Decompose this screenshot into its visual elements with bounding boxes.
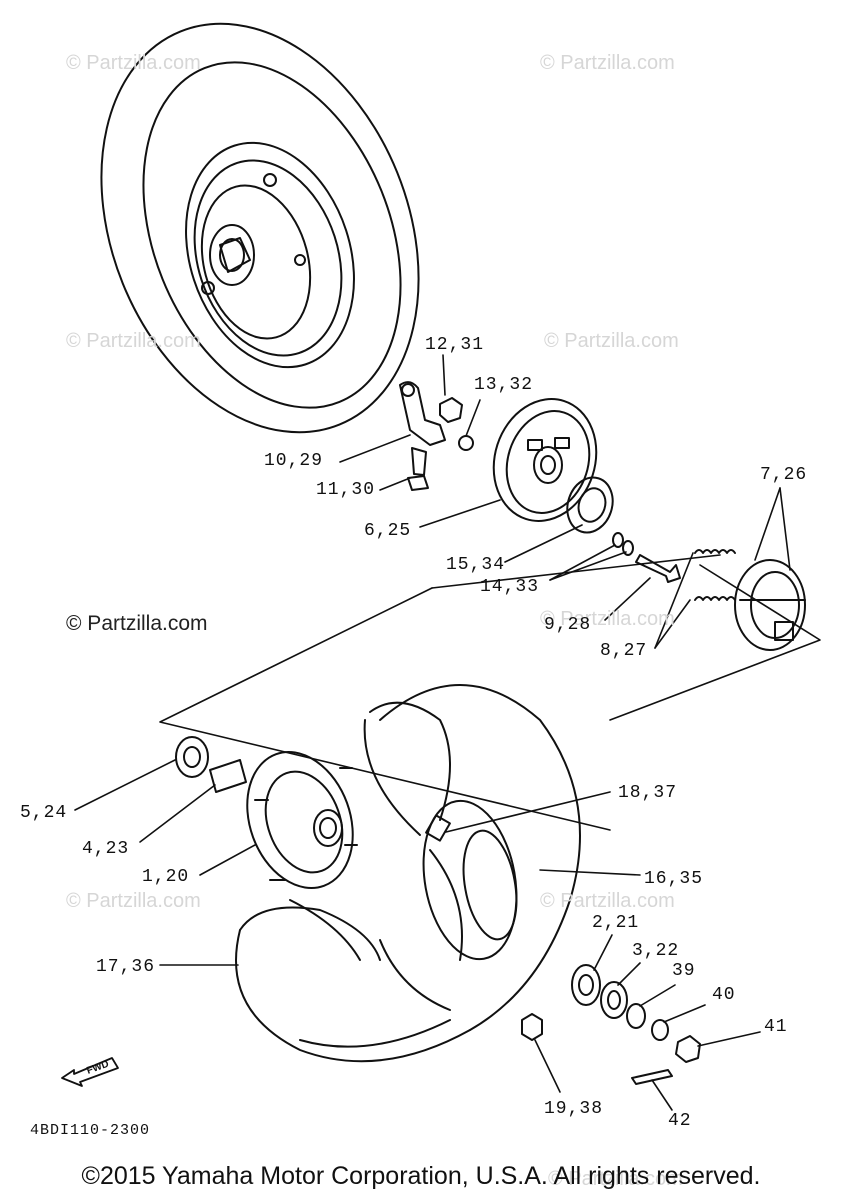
callout-42: 42	[668, 1111, 692, 1131]
copyright-notice: ©2015 Yamaha Motor Corporation, U.S.A. A…	[81, 1162, 761, 1190]
watermark: © Partzilla.com	[544, 330, 679, 352]
callout-6-25: 6,25	[364, 521, 412, 541]
watermark: © Partzilla.com	[540, 52, 675, 74]
callout-13-32: 13,32	[474, 375, 534, 395]
upper-wheel-drawing	[100, 22, 420, 434]
fwd-arrow-icon: FWD	[61, 1057, 119, 1087]
callout-9-28: 9,28	[544, 615, 592, 635]
o-rings-and-camshaft	[612, 532, 681, 583]
diagram-code: 4BDI110-2300	[30, 1122, 151, 1139]
watermark: © Partzilla.com	[540, 890, 675, 912]
callout-8-27: 8,27	[600, 641, 648, 661]
brake-shoes	[734, 559, 806, 651]
callout-11-30: 11,30	[316, 480, 376, 500]
oil-seal	[566, 476, 614, 534]
brake-backing-plate	[492, 398, 598, 522]
callout-19-38: 19,38	[544, 1099, 604, 1119]
callout-16-35: 16,35	[644, 869, 704, 889]
callout-7-26: 7,26	[760, 465, 808, 485]
watermark-main: © Partzilla.com	[66, 612, 208, 635]
callout-4-23: 4,23	[82, 839, 130, 859]
leader-lines	[74, 354, 791, 1111]
watermark: © Partzilla.com	[548, 1168, 683, 1190]
axle-hardware	[521, 964, 701, 1085]
callout-14-33: 14,33	[480, 577, 540, 597]
callout-10-29: 10,29	[264, 451, 324, 471]
watermark: © Partzilla.com	[66, 890, 201, 912]
explosion-outline	[159, 587, 611, 831]
callout-3-22: 3,22	[632, 941, 680, 961]
watermark: © Partzilla.com	[66, 52, 201, 74]
callout-41: 41	[764, 1017, 788, 1037]
callout-5-24: 5,24	[20, 803, 68, 823]
lower-wheel-drawing	[235, 684, 581, 1063]
watermark: © Partzilla.com	[540, 608, 675, 630]
watermark: © Partzilla.com	[66, 330, 201, 352]
callout-2-21: 2,21	[592, 913, 640, 933]
callout-17-36: 17,36	[96, 957, 156, 977]
callout-18-37: 18,37	[618, 783, 678, 803]
callout-1-20: 1,20	[142, 867, 190, 887]
brake-springs	[694, 549, 736, 601]
callout-39: 39	[672, 961, 696, 981]
brake-cam-lever	[399, 381, 474, 491]
callout-15-34: 15,34	[446, 555, 506, 575]
callout-40: 40	[712, 985, 736, 1005]
hub-assembly	[175, 736, 358, 889]
callout-12-31: 12,31	[425, 335, 485, 355]
